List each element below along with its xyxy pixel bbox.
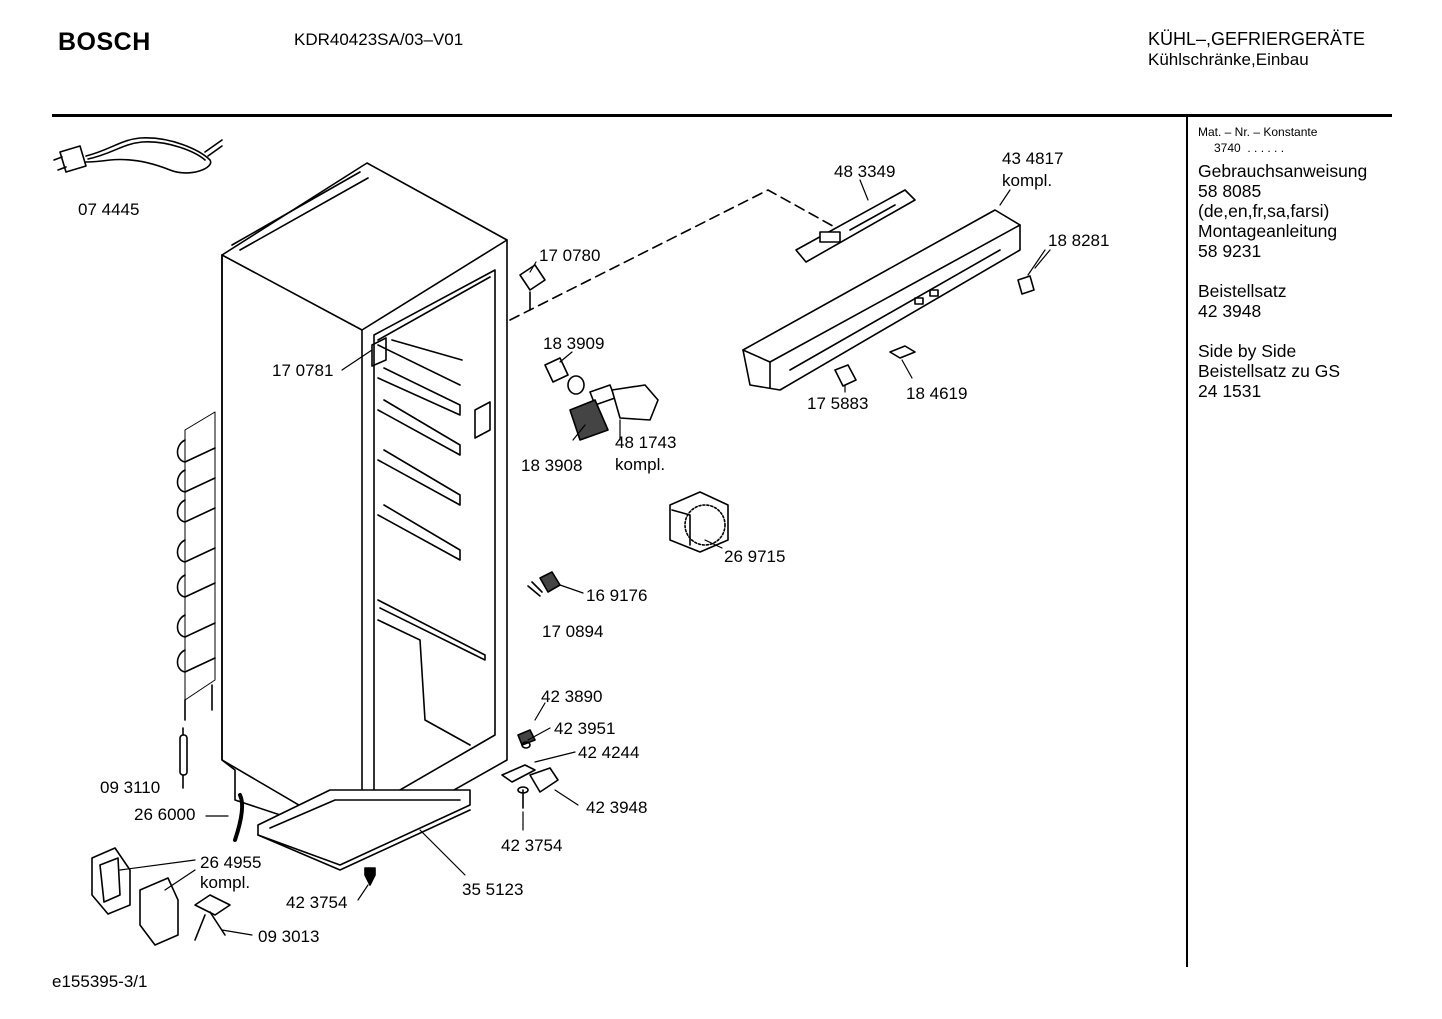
part-label: 09 3013 bbox=[258, 927, 320, 946]
connection-dashed-line bbox=[509, 189, 841, 321]
sidebar-line: Beistellsatz zu GS bbox=[1198, 361, 1340, 381]
leader-lines bbox=[119, 179, 1051, 936]
small-parts-drawing bbox=[527, 571, 561, 597]
sidebar-line: Side by Side bbox=[1198, 341, 1297, 361]
sidebar-line: 58 9231 bbox=[1198, 241, 1262, 261]
part-label: 18 3909 bbox=[543, 334, 605, 353]
sidebar-line: 42 3948 bbox=[1198, 301, 1262, 321]
header-divider bbox=[52, 114, 1392, 117]
part-label: 17 0781 bbox=[272, 361, 334, 380]
part-label: 26 9715 bbox=[724, 547, 786, 566]
category-subtitle: Kühlschränke,Einbau bbox=[1148, 50, 1309, 69]
control-panel-drawing bbox=[742, 209, 1021, 391]
fan-cover-drawing bbox=[669, 491, 729, 553]
constant-value: 3740 . . . . . . bbox=[1214, 141, 1285, 155]
part-label: 26 6000 bbox=[134, 805, 196, 824]
drier-drawing bbox=[179, 727, 188, 789]
sidebar-line: Beistellsatz bbox=[1198, 281, 1287, 301]
brand-logo: BOSCH bbox=[58, 28, 151, 56]
part-label: kompl. bbox=[615, 455, 666, 474]
sidebar-line: Gebrauchsanweisung bbox=[1198, 161, 1368, 181]
part-label: 17 0780 bbox=[539, 246, 601, 265]
condenser-coil-drawing bbox=[176, 411, 216, 721]
clip-drawing bbox=[889, 345, 916, 359]
part-label: 07 4445 bbox=[78, 200, 140, 219]
part-label: 42 3754 bbox=[501, 836, 563, 855]
hinge-drawing bbox=[519, 264, 546, 311]
constant-label: Mat. – Nr. – Konstante bbox=[1198, 125, 1318, 139]
part-label: 42 3890 bbox=[541, 687, 603, 706]
knob-drawing bbox=[1017, 275, 1035, 295]
part-label: 17 0894 bbox=[542, 622, 604, 641]
part-label: 16 9176 bbox=[586, 586, 648, 605]
lamp-parts-drawing bbox=[544, 357, 659, 441]
part-label: 18 3908 bbox=[521, 456, 583, 475]
part-label: 48 1743 bbox=[615, 433, 677, 452]
power-cord-drawing bbox=[53, 137, 223, 174]
sidebar-divider bbox=[1186, 116, 1188, 967]
part-label: 18 8281 bbox=[1048, 231, 1110, 250]
fan-motor-drawing bbox=[91, 847, 231, 946]
part-label: 18 4619 bbox=[906, 384, 968, 403]
part-label: kompl. bbox=[1002, 171, 1053, 190]
part-label: 35 5123 bbox=[462, 880, 524, 899]
part-label: 43 4817 bbox=[1002, 149, 1064, 168]
part-label: 09 3110 bbox=[100, 778, 161, 797]
part-label: 42 3951 bbox=[554, 719, 616, 738]
hinge-parts-drawing bbox=[501, 729, 559, 809]
part-label: 42 3754 bbox=[286, 893, 348, 912]
screw-drawing bbox=[364, 867, 376, 886]
part-label: 26 4955 bbox=[200, 853, 262, 872]
model-number: KDR40423SA/03–V01 bbox=[294, 30, 464, 49]
base-tray-drawing bbox=[257, 789, 471, 871]
sidebar-line: 24 1531 bbox=[1198, 381, 1262, 401]
part-label: 48 3349 bbox=[834, 162, 896, 181]
electronics-board-drawing bbox=[795, 189, 916, 263]
hose-drawing bbox=[233, 793, 245, 842]
part-label: 42 3948 bbox=[586, 798, 648, 817]
part-label: 42 4244 bbox=[578, 743, 640, 762]
part-label: 17 5883 bbox=[807, 394, 869, 413]
switch-drawing bbox=[834, 364, 857, 387]
category-title: KÜHL–,GEFRIERGERÄTE bbox=[1148, 29, 1366, 49]
sidebar-line: 58 8085 bbox=[1198, 181, 1262, 201]
cabinet-drawing bbox=[221, 162, 508, 843]
sidebar-line: (de,en,fr,sa,farsi) bbox=[1198, 201, 1330, 221]
sidebar-line: Montageanleitung bbox=[1198, 221, 1338, 241]
diagram-code: e155395-3/1 bbox=[52, 972, 148, 991]
part-label: kompl. bbox=[200, 873, 251, 892]
